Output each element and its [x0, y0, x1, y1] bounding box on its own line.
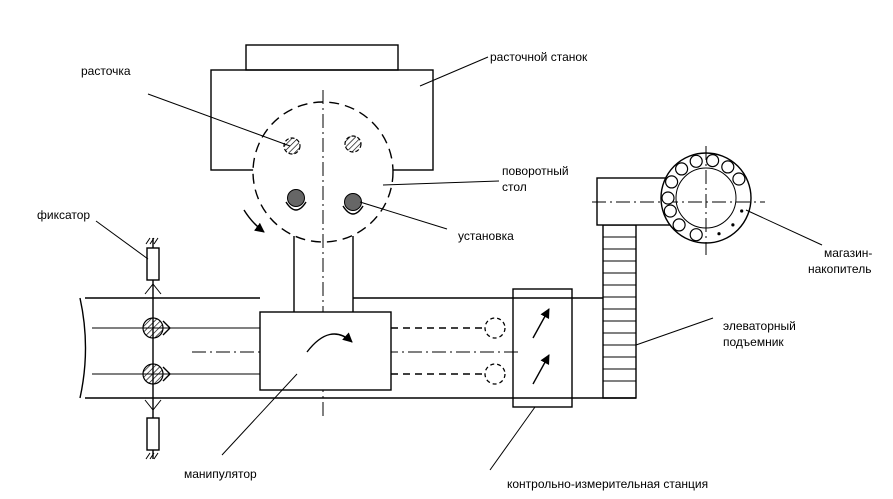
leader-clamp	[95, 220, 149, 260]
manipulator	[259, 311, 392, 391]
leader-measuring-station	[489, 406, 536, 471]
leader-fixture	[359, 201, 448, 230]
magazine-part	[672, 218, 686, 232]
label-manipulator: манипулятор	[184, 467, 257, 481]
elevator-column	[602, 224, 637, 399]
clamp-upper-body	[146, 247, 160, 281]
fixture-part-left	[287, 189, 305, 207]
magazine-part	[663, 204, 677, 218]
magazine-part	[661, 191, 675, 205]
label-magazine-line1: магазин-	[824, 246, 872, 260]
label-measuring-station: контрольно-измерительная станция	[507, 477, 708, 491]
clamp-upper-guide	[144, 283, 162, 295]
measuring-station-box	[512, 288, 573, 408]
fixture-cradle-left	[285, 201, 307, 211]
boring-spot-right	[344, 135, 362, 153]
label-rotary-table-line1: поворотный	[502, 164, 569, 178]
measuring-station	[512, 288, 573, 408]
leader-magazine	[745, 209, 823, 246]
magazine-part	[732, 172, 746, 186]
manipulator-body	[259, 311, 392, 391]
label-magazine-line2: накопитель	[808, 262, 871, 276]
clamp	[144, 237, 162, 460]
clamp-upper-hatch	[145, 237, 159, 245]
magazine-empty-slot	[717, 232, 721, 236]
clamp-lower-guide	[144, 399, 162, 411]
label-boring: расточка	[81, 64, 131, 78]
label-elevator-line2: подъемник	[723, 335, 784, 349]
magazine-parts	[661, 154, 746, 242]
leader-boring-machine	[419, 56, 489, 87]
magazine-part	[689, 228, 703, 242]
ghost-part-upper	[484, 317, 506, 339]
leader-rotary-table	[382, 180, 500, 186]
ghost-part-lower	[484, 363, 506, 385]
elevator-rungs	[603, 236, 636, 382]
clamp-lower-body	[146, 417, 160, 451]
rotation-arrow	[243, 209, 265, 233]
magazine-empty-slot	[740, 209, 744, 213]
leader-boring	[147, 93, 291, 147]
elevator	[602, 224, 637, 399]
label-clamp: фиксатор	[37, 208, 90, 222]
part-lower-holder	[162, 366, 171, 382]
label-fixture: установка	[458, 229, 514, 243]
fixture-cradle-right	[342, 205, 364, 215]
measure-arrow-lower	[532, 354, 550, 385]
magazine	[592, 146, 765, 255]
magazine-empty-slot	[731, 223, 735, 227]
conveyor-break-line	[79, 297, 87, 399]
magazine-part	[689, 154, 703, 168]
fixture-part-right	[344, 193, 362, 211]
magazine-part	[705, 154, 720, 168]
magazine-part	[674, 162, 689, 176]
leader-elevator	[635, 317, 714, 346]
label-boring-machine: расточной станок	[490, 50, 588, 64]
conveyor	[79, 297, 636, 399]
measure-arrow-upper	[532, 308, 550, 339]
manipulator-rotation-arrow	[306, 332, 353, 353]
boring-spot-left	[283, 137, 301, 155]
part-upper-holder	[162, 320, 171, 336]
rotary-table	[243, 101, 394, 243]
clamp-lower-hatch	[145, 452, 159, 460]
boring-machine-top-block	[245, 44, 399, 71]
label-elevator-line1: элеваторный	[723, 319, 796, 333]
label-rotary-table-line2: стол	[502, 180, 527, 194]
leader-manipulator	[221, 373, 298, 456]
magazine-part	[664, 175, 679, 189]
magazine-part	[721, 160, 735, 174]
